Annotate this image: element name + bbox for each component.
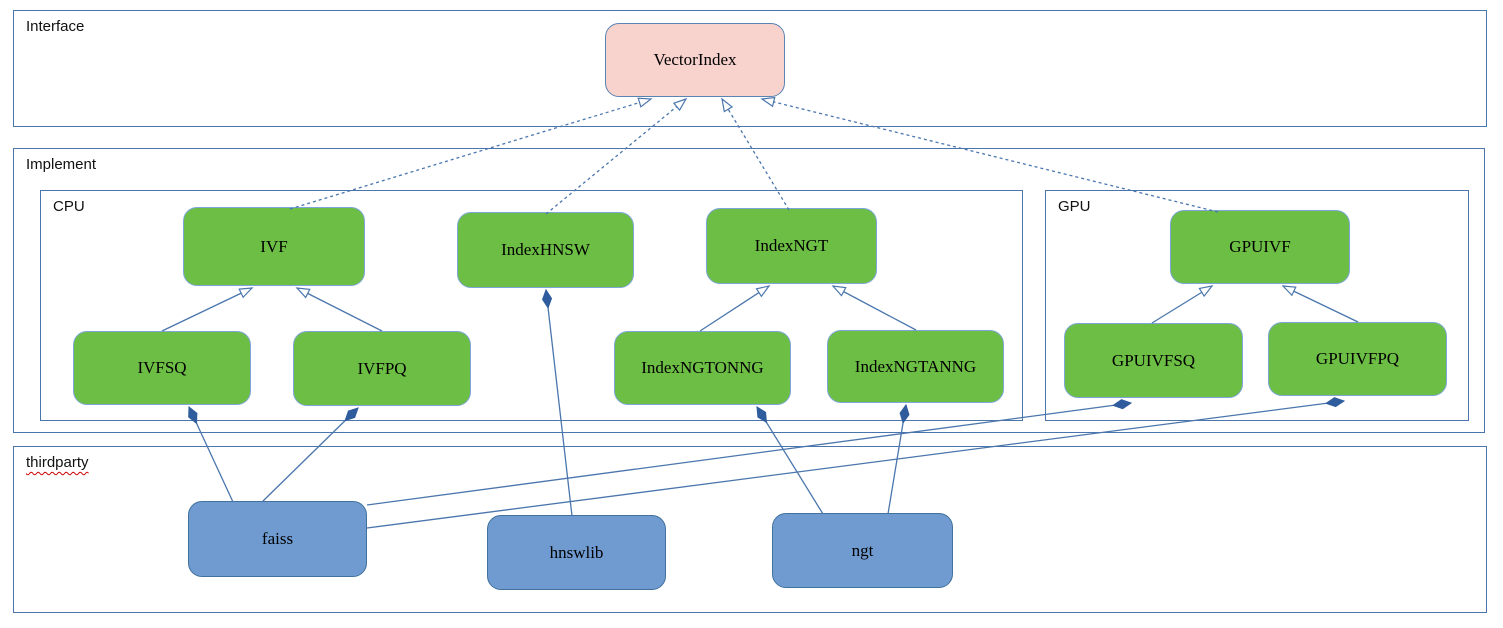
container-implement-label: Implement [26,156,97,173]
node-ivf-label: IVF [260,236,288,256]
node-indexngtanng[interactable]: IndexNGTANNG [827,330,1004,403]
container-thirdparty-label: thirdparty [26,454,89,471]
node-gpuivfpq-label: GPUIVFPQ [1315,349,1400,368]
node-indexngt[interactable]: IndexNGT [706,208,877,284]
node-gpuivfpq[interactable]: GPUIVFPQ [1268,322,1447,396]
node-faiss-label: faiss [261,529,294,548]
node-ivf[interactable]: IVF [183,207,365,286]
node-ngt[interactable]: ngt [772,513,953,588]
node-gpuivfsq[interactable]: GPUIVFSQ [1064,323,1243,398]
node-vectorindex-label: VectorIndex [653,50,737,69]
node-gpuivf-label: GPUIVF [1229,237,1291,256]
node-gpuivf[interactable]: GPUIVF [1170,210,1350,284]
container-gpu-label: GPU [1058,198,1091,215]
node-ivfpq-label: IVFPQ [357,358,407,378]
node-indexhnsw-label: IndexHNSW [501,240,590,259]
node-hnswlib[interactable]: hnswlib [487,515,666,590]
node-ivfsq-label: IVFSQ [137,358,187,377]
node-indexngtanng-label: IndexNGTANNG [854,356,977,376]
node-ngt-label: ngt [851,540,874,560]
node-ivfsq[interactable]: IVFSQ [73,331,251,405]
node-vectorindex[interactable]: VectorIndex [605,23,785,97]
node-hnswlib-label: hnswlib [549,542,604,562]
node-indexngtonng[interactable]: IndexNGTONNG [614,331,791,405]
node-indexngtonng-label: IndexNGTONNG [641,358,764,377]
container-interface-label: Interface [26,18,85,35]
node-faiss[interactable]: faiss [188,501,367,577]
node-gpuivfsq-label: GPUIVFSQ [1111,350,1196,370]
node-indexhnsw[interactable]: IndexHNSW [457,212,634,288]
node-indexngt-label: IndexNGT [754,236,829,255]
container-cpu-label: CPU [53,198,85,215]
node-ivfpq[interactable]: IVFPQ [293,331,471,406]
